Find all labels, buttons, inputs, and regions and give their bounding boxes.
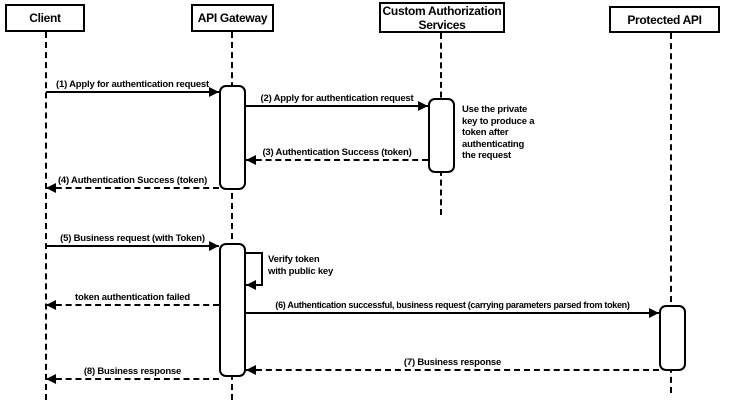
message-label-msg-5: (5) Business request (with Token)	[60, 233, 205, 244]
message-arrowhead-msg-4	[46, 183, 56, 193]
actor-box-api-gateway: API Gateway	[191, 4, 274, 32]
actor-box-custom-authorization-services: Custom Authorization Services	[379, 2, 505, 33]
message-arrowhead-msg-8	[46, 374, 56, 384]
message-arrowhead-msg-7	[246, 365, 256, 375]
note-private-key: Use the private key to produce a token a…	[462, 104, 535, 161]
message-arrow-msg-5	[46, 245, 219, 247]
message-arrow-msg-3	[246, 159, 428, 161]
message-arrow-msg-2	[246, 105, 428, 107]
message-arrowhead-msg-1	[209, 87, 219, 97]
lifeline-client	[45, 32, 47, 400]
message-arrow-msg-token-failed	[46, 304, 219, 306]
message-arrow-msg-7	[246, 369, 659, 371]
message-label-msg-4: (4) Authentication Success (token)	[57, 175, 208, 186]
message-arrowhead-msg-6	[649, 308, 659, 318]
self-message-right-segment	[261, 252, 263, 286]
self-message-arrowhead	[246, 280, 256, 290]
message-label-msg-token-failed: token authentication failed	[75, 292, 190, 303]
activation-api-gateway-0	[219, 85, 246, 190]
message-label-msg-7: (7) Business response	[403, 357, 502, 368]
actor-box-protected-api: Protected API	[609, 6, 720, 33]
message-arrow-msg-1	[46, 91, 219, 93]
message-label-msg-1: (1) Apply for authentication request	[56, 79, 209, 90]
message-arrowhead-msg-token-failed	[46, 300, 56, 310]
message-arrow-msg-4	[46, 187, 219, 189]
actor-box-client: Client	[5, 4, 85, 32]
message-label-msg-6: (6) Authentication successful, business …	[275, 300, 630, 310]
message-arrowhead-msg-5	[209, 241, 219, 251]
message-arrow-msg-8	[46, 378, 219, 380]
self-message-label: Verify token with public key	[268, 254, 334, 277]
message-label-msg-3: (3) Authentication Success (token)	[262, 147, 412, 158]
lifeline-api-gateway	[231, 32, 233, 400]
activation-api-gateway-2	[219, 243, 246, 377]
self-message-top-segment	[246, 252, 263, 254]
message-label-msg-2: (2) Apply for authentication request	[260, 93, 414, 104]
message-arrow-msg-6	[246, 312, 659, 314]
message-label-msg-8: (8) Business response	[83, 366, 182, 377]
lifeline-protected-api	[670, 33, 672, 393]
activation-custom-authorization-services-1	[428, 98, 455, 173]
message-arrowhead-msg-3	[246, 155, 256, 165]
message-arrowhead-msg-2	[418, 101, 428, 111]
activation-protected-api-3	[659, 305, 686, 371]
